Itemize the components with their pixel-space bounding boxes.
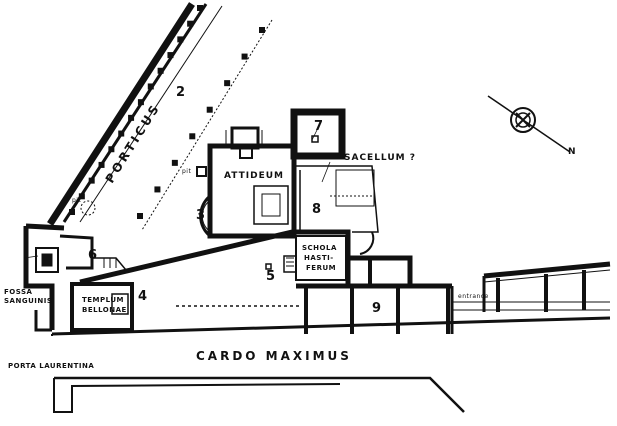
boundary-wall	[79, 229, 351, 307]
fossa-label-line2: SANGUINIS	[4, 297, 52, 305]
porticus-piers	[69, 5, 265, 219]
outer-pier	[137, 99, 144, 106]
templum-label-line1: TEMPLUM	[82, 296, 124, 304]
inner-pier	[189, 133, 196, 140]
outer-pier	[177, 36, 184, 43]
outer-pier	[78, 193, 85, 200]
marker-3: 3	[196, 208, 205, 223]
inner-pier	[206, 106, 213, 113]
marker-9: 9	[372, 301, 381, 316]
leader-lines	[23, 127, 331, 259]
outer-pier	[147, 83, 154, 90]
inner-pier	[137, 213, 143, 219]
templum-bellonae-plan	[70, 282, 134, 332]
entrance-label: entrance	[458, 293, 489, 300]
sacellum-plan	[290, 108, 346, 160]
compass-rose	[487, 95, 571, 153]
east-portico	[452, 261, 611, 312]
marker-8: 8	[312, 202, 321, 217]
pit-label-1: pit	[182, 168, 191, 175]
inner-pier	[259, 27, 265, 33]
schola-label-line2: HASTI-	[304, 254, 334, 262]
marker-7: 7	[314, 119, 323, 134]
schola-label-line3: FERUM	[306, 264, 336, 272]
sacellum-label: SACELLUM ?	[344, 153, 416, 163]
fossa-sanguinis-block	[23, 223, 127, 332]
fossa-label-line1: FOSSA	[4, 288, 33, 296]
outer-pier	[157, 67, 164, 74]
outer-pier	[98, 161, 105, 168]
shops-row	[296, 255, 454, 334]
pit-label-2: pit	[72, 197, 81, 204]
outer-pier	[197, 5, 203, 11]
attideum-plan	[196, 126, 297, 239]
outer-pier	[69, 209, 75, 215]
schola-label-line1: SCHOLA	[302, 244, 337, 252]
cardo-maximus-label: CARDO MAXIMUS	[196, 349, 352, 363]
outer-pier	[187, 20, 194, 27]
templum-label-line2: BELLONAE	[82, 306, 127, 314]
cardo-maximus-road	[51, 316, 611, 413]
round-base	[80, 200, 96, 216]
outer-pier	[167, 52, 174, 59]
marker-5: 5	[266, 269, 275, 284]
marker-6: 6	[88, 248, 97, 263]
marker-2: 2	[176, 85, 185, 100]
outer-pier	[108, 146, 115, 153]
inner-pier	[171, 159, 178, 166]
attideum-label: ATTIDEUM	[224, 171, 284, 181]
outer-pier	[128, 114, 135, 121]
marker-4: 4	[138, 289, 147, 304]
outer-pier	[118, 130, 125, 137]
inner-pier	[154, 186, 161, 193]
inner-pier	[241, 53, 248, 60]
compass-north-label: N	[568, 147, 576, 157]
structure-8-plan	[296, 165, 379, 255]
inner-pier	[224, 80, 231, 87]
porta-laurentina-label: PORTA LAURENTINA	[8, 362, 94, 370]
outer-pier	[88, 177, 95, 184]
porticus-label: PORTICUS	[103, 101, 163, 186]
